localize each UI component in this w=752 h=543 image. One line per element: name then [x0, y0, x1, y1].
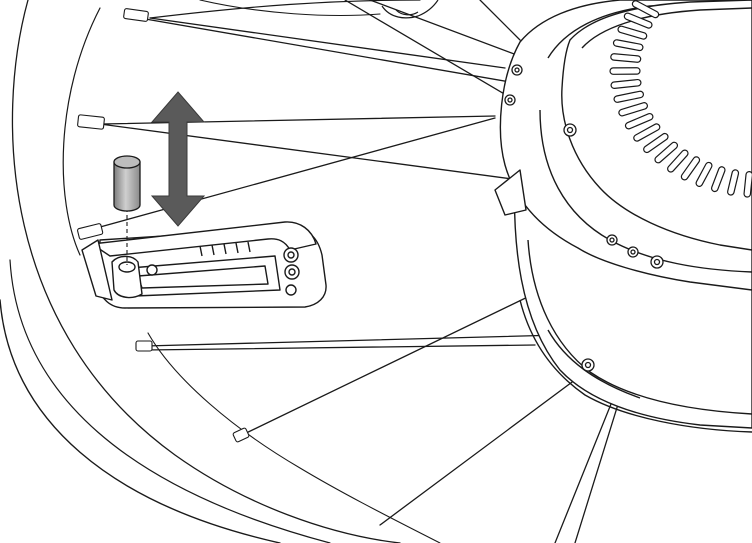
- valve-outline: [381, 0, 439, 19]
- bracket-screw-2-center: [288, 268, 296, 276]
- rim-top-edge-2: [199, 0, 381, 16]
- bracket-side: [81, 239, 113, 301]
- spoke: [144, 334, 561, 347]
- spoke: [479, 0, 521, 41]
- spoke-nipple: [77, 223, 104, 240]
- vent-slot: [727, 169, 740, 196]
- spoke: [144, 344, 536, 351]
- spoke: [81, 117, 496, 233]
- sensor-bracket: [81, 221, 327, 309]
- vent-slot: [613, 90, 644, 103]
- vent-slot: [612, 39, 644, 52]
- vent-slot: [643, 132, 669, 154]
- spoke: [127, 15, 511, 83]
- flange-hole: [507, 97, 513, 103]
- flange-holes: [504, 64, 664, 372]
- spoke-nipples: [77, 8, 250, 443]
- flange-hole: [584, 361, 592, 369]
- spoke: [149, 17, 506, 69]
- rim-outer-edge-2: [9, 259, 331, 543]
- flange-hole: [514, 67, 520, 73]
- bracket-screw-hole: [146, 264, 158, 276]
- vent-slot: [667, 149, 689, 173]
- valve-detail: [381, 0, 439, 19]
- flange-hole: [630, 249, 636, 255]
- hub-lower-ring-2: [519, 299, 752, 433]
- spoke-nipple: [77, 114, 105, 130]
- spoke: [379, 364, 596, 526]
- magnet-top: [113, 155, 141, 169]
- flange-hole: [566, 126, 574, 134]
- rim-inner-edge: [11, 0, 401, 543]
- valve-inner: [395, 9, 419, 16]
- hub-vent-slots: [609, 0, 752, 198]
- spoke: [101, 115, 496, 125]
- spoke: [369, 0, 526, 59]
- vent-slot: [631, 0, 660, 19]
- rim-inner-edge-2: [62, 7, 101, 256]
- hub-flange-lip: [494, 169, 527, 216]
- magnet-seat: [118, 261, 136, 273]
- rim-top-edge: [149, 0, 421, 19]
- vent-slot: [695, 161, 713, 187]
- vent-slot: [710, 166, 726, 193]
- vent-slot: [623, 12, 653, 29]
- vent-slot: [610, 78, 642, 90]
- flange-hole: [653, 258, 661, 266]
- spoke-nipple: [232, 427, 250, 443]
- vent-slot: [617, 25, 648, 40]
- flange-hole: [609, 237, 615, 243]
- vent-slot: [624, 112, 654, 130]
- bracket-teeth: [199, 241, 251, 257]
- spoke-nipple: [123, 8, 149, 22]
- movement-arrow: [150, 91, 206, 227]
- double-arrow-icon: [150, 91, 206, 227]
- magnet: [113, 155, 141, 212]
- vent-slot: [609, 67, 641, 75]
- magnet-body: [113, 161, 141, 212]
- spoke: [84, 121, 521, 181]
- vent-slot: [610, 53, 642, 63]
- vent-slot: [654, 141, 679, 164]
- vent-slot: [743, 170, 752, 198]
- hub-motor: [494, 0, 752, 433]
- rim-bead-line: [147, 332, 441, 543]
- rim-outer-edge: [0, 299, 281, 543]
- bracket-screw-3: [285, 284, 297, 296]
- wheel-rim: [0, 0, 441, 543]
- hub-lower-ring: [527, 239, 752, 415]
- spoke-nipple: [135, 340, 153, 352]
- vent-slot: [633, 123, 661, 142]
- vent-slot: [618, 102, 648, 117]
- bracket-screw-1-center: [287, 251, 295, 259]
- vent-slot: [680, 156, 701, 181]
